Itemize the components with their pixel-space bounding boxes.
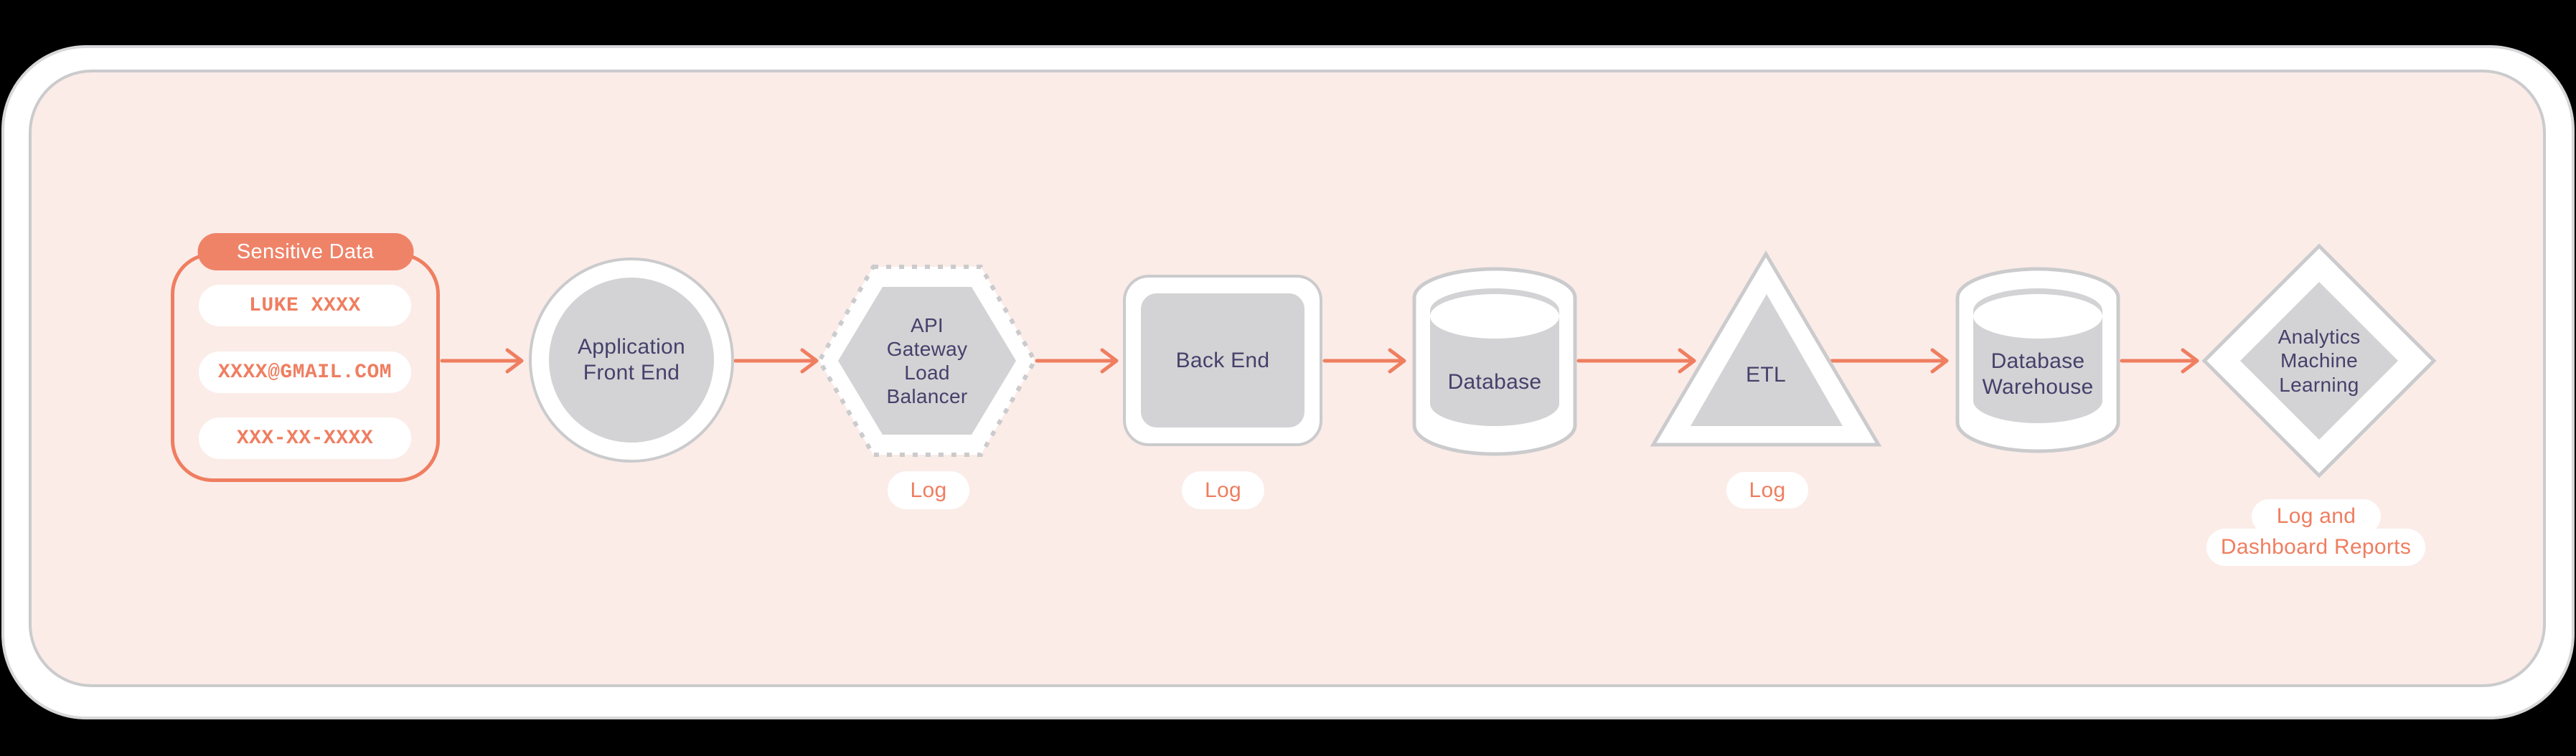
log-badge-api-gateway: Log — [888, 471, 969, 509]
log-badge-etl: Log — [1726, 472, 1808, 509]
node-application-front-end: Application Front End — [529, 257, 734, 463]
diamond-shape — [2201, 243, 2437, 478]
cylinder-shape — [1412, 267, 1577, 456]
circle-shape: Application Front End — [549, 278, 714, 443]
node-label-database-warehouse: Database Warehouse — [1982, 349, 2094, 399]
square-shape: Back End — [1141, 293, 1305, 427]
triangle-shape — [1650, 250, 1881, 447]
node-label-api-gateway: API Gateway Load Balancer — [886, 313, 968, 408]
log-badge-analytics-line2: Dashboard Reports — [2206, 529, 2425, 566]
node-label-etl: ETL — [1746, 363, 1786, 387]
node-back-end: Back End — [1123, 275, 1322, 446]
sensitive-field-name: LUKE XXXX — [199, 285, 411, 326]
sensitive-field-email: XXXX@GMAIL.COM — [199, 351, 411, 393]
node-etl: ETL — [1650, 250, 1881, 448]
log-badge-back-end: Log — [1182, 471, 1264, 509]
node-label-analytics: Analytics Machine Learning — [2277, 325, 2361, 396]
node-label-application-front-end: Application Front End — [577, 335, 686, 384]
cylinder-shape — [1955, 267, 2120, 453]
sensitive-field-ssn: XXX-XX-XXXX — [199, 417, 411, 459]
node-database: Database — [1412, 266, 1577, 457]
hexagon-shape — [817, 265, 1038, 457]
log-badge-analytics-line1: Log and — [2252, 499, 2381, 534]
node-label-database: Database — [1447, 370, 1542, 394]
node-database-warehouse: Database Warehouse — [1955, 266, 2120, 454]
sensitive-data-title: Sensitive Data — [197, 233, 413, 270]
sensitive-data-group: Sensitive Data LUKE XXXX XXXX@GMAIL.COM … — [171, 233, 440, 482]
node-api-gateway-load-balancer: API Gateway Load Balancer — [817, 264, 1038, 458]
node-analytics-machine-learning: Analytics Machine Learning — [2201, 243, 2437, 478]
node-label-back-end: Back End — [1175, 348, 1270, 372]
